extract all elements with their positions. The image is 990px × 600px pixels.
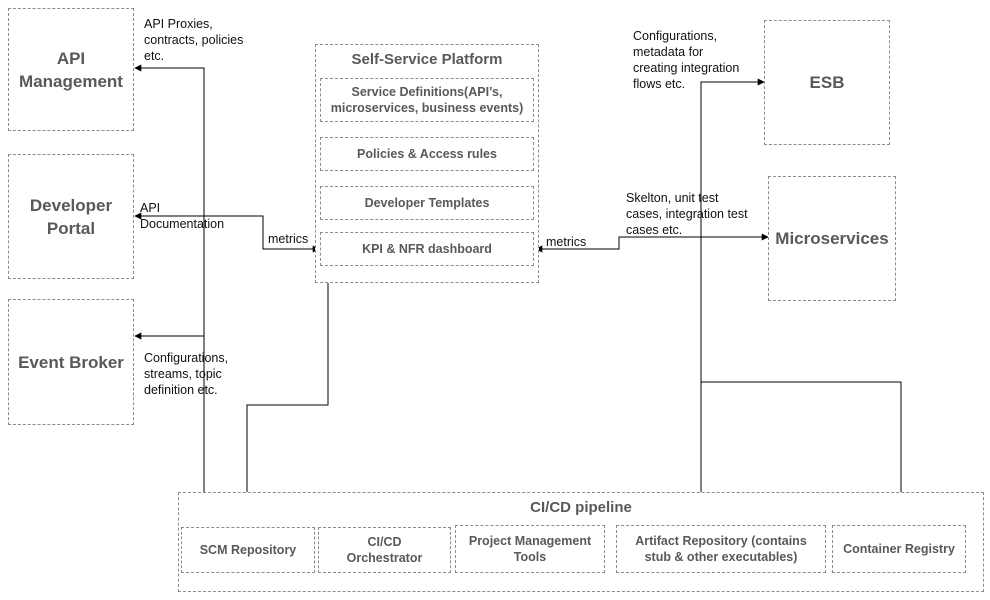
platform-item-service-definitions: Service Definitions(API’s, microservices… (320, 78, 534, 122)
developer-portal-node: Developer Portal (8, 154, 134, 279)
dashboard-microservices-line (535, 233, 769, 253)
api-management-node: API Management (8, 8, 134, 131)
label-api-documentation: API Documentation (140, 201, 225, 231)
pipeline-item-artifact-repository: Artifact Repository (contains stub & oth… (616, 525, 826, 573)
pipeline-title: CI/CD pipeline (530, 499, 632, 516)
cicd-to-api-management-line (134, 64, 205, 492)
platform-item-developer-templates: Developer Templates (320, 186, 534, 220)
platform-title: Self-Service Platform (351, 51, 503, 68)
trunk-to-container-line (701, 381, 905, 528)
event-broker-node: Event Broker (8, 299, 134, 425)
pipeline-item-container-registry: Container Registry (832, 525, 966, 573)
trunk-to-esb-line (700, 78, 765, 382)
label-metrics-right: metrics (546, 235, 587, 249)
label-esb-config: Configurations, metadata for creating in… (633, 29, 740, 91)
label-event-config: Configurations, streams, topic definitio… (144, 351, 229, 397)
portal-metrics-line (134, 212, 320, 253)
platform-item-policies: Policies & Access rules (320, 137, 534, 171)
platform-item-kpi-dashboard: KPI & NFR dashboard (320, 232, 534, 266)
platform-to-scm-line (243, 283, 329, 528)
label-skeleton: Skelton, unit test cases, integration te… (626, 191, 748, 237)
pipeline-item-orchestrator: CI/CD Orchestrator (318, 527, 451, 573)
pipeline-item-scm: SCM Repository (181, 527, 315, 573)
label-metrics-left: metrics (268, 232, 309, 246)
esb-node: ESB (764, 20, 890, 145)
microservices-node: Microservices (768, 176, 896, 301)
label-api-proxies: API Proxies, contracts, policies etc. (144, 17, 244, 63)
pipeline-item-project-management: Project Management Tools (455, 525, 605, 573)
